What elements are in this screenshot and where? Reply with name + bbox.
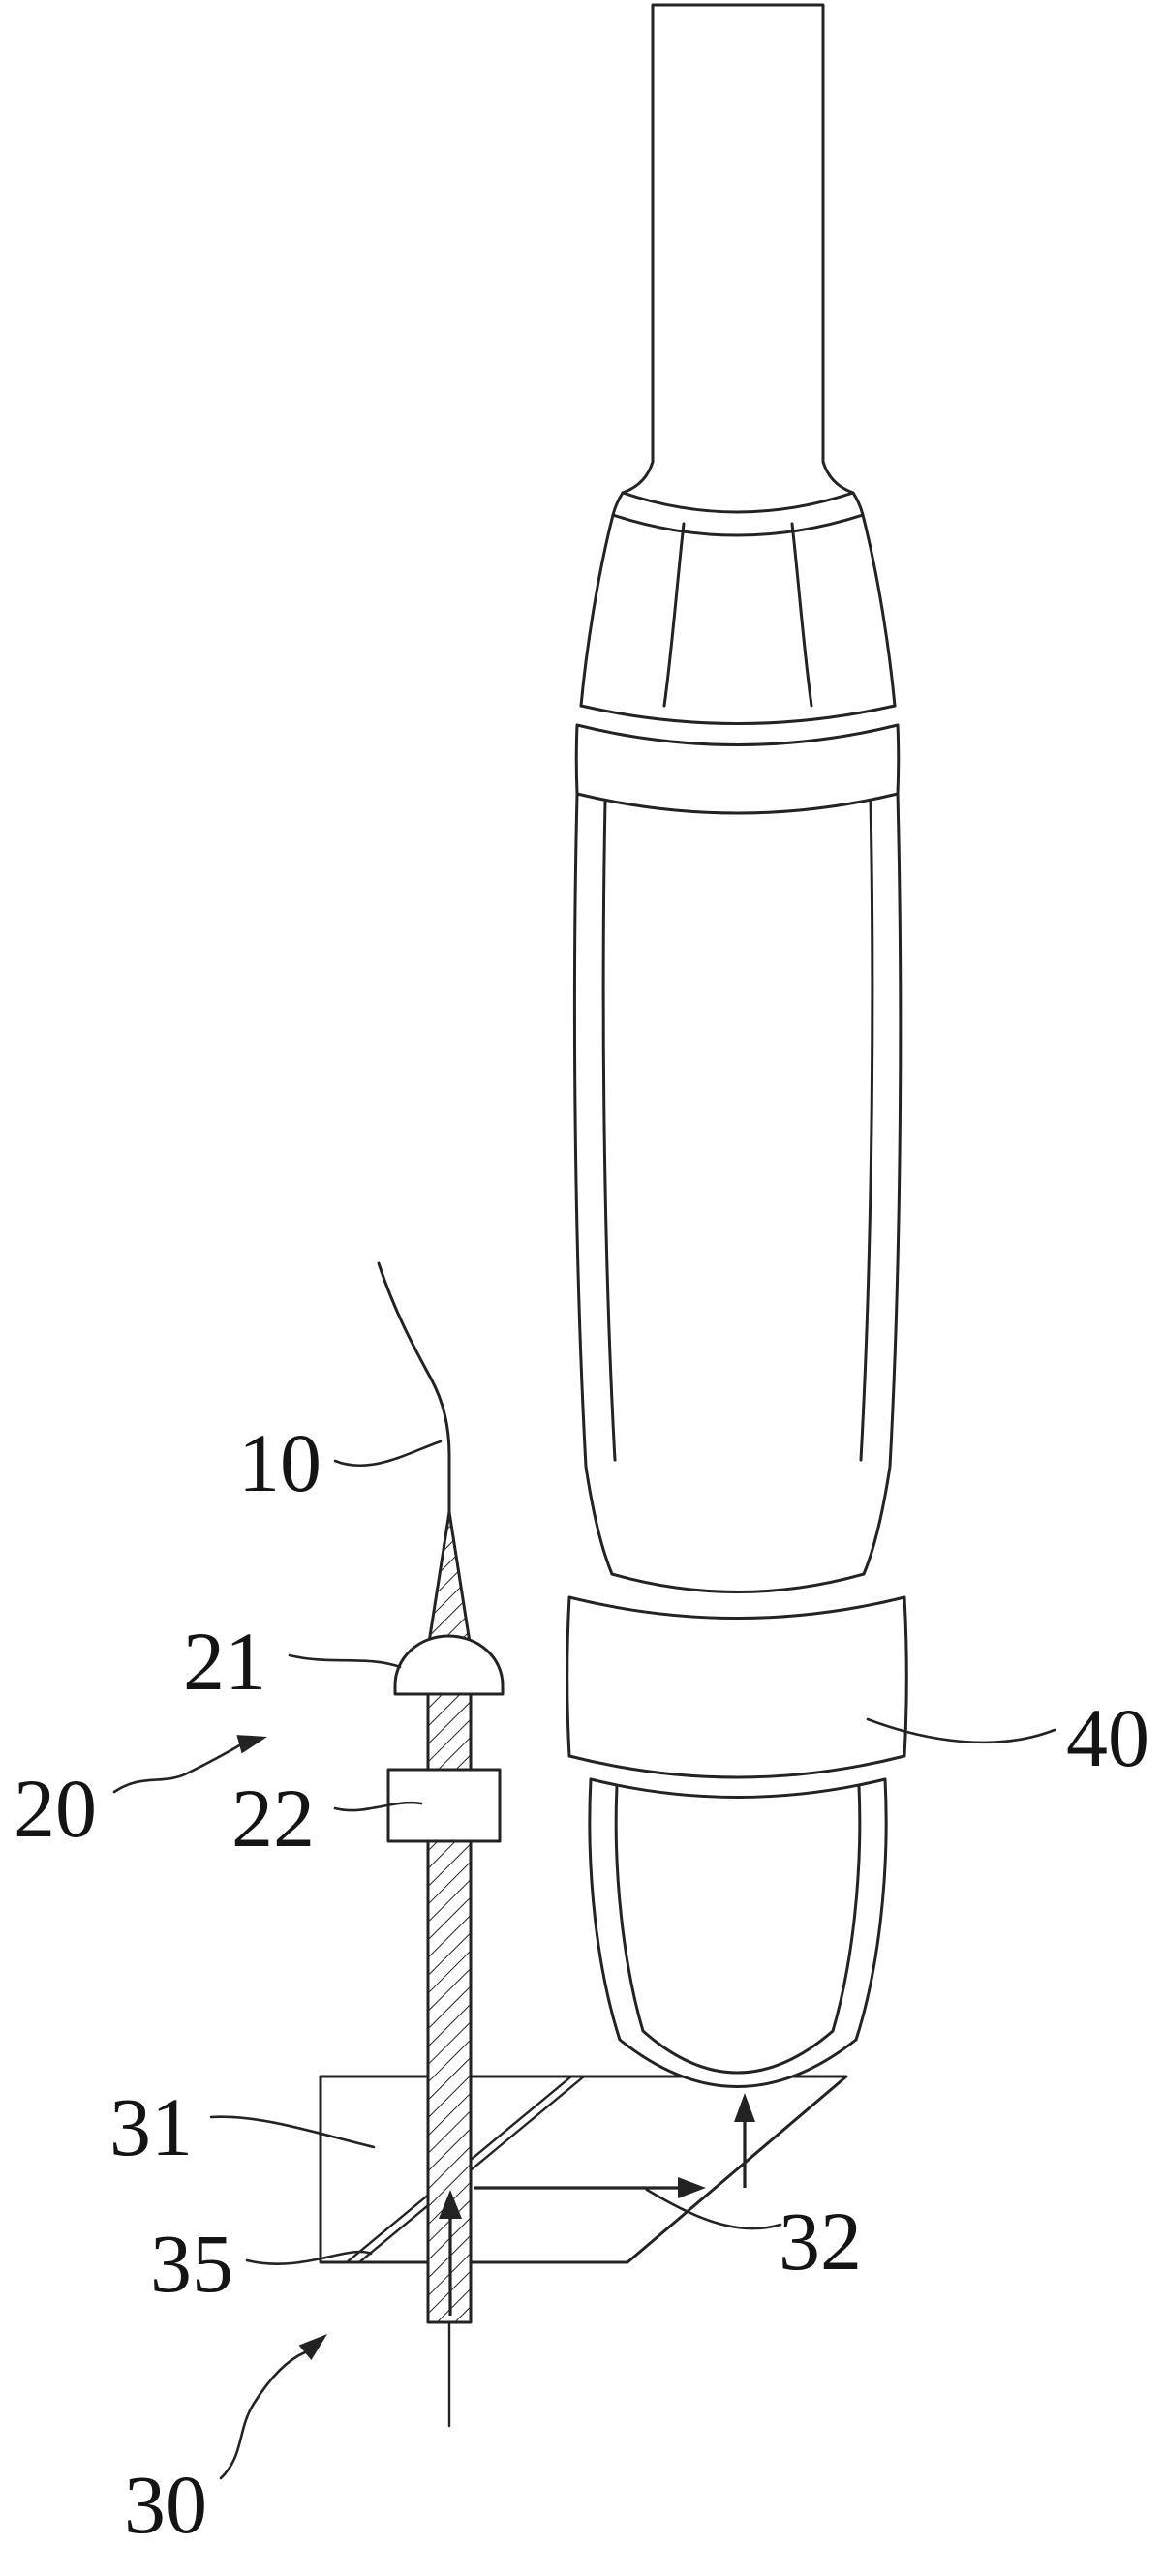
ref-label-30: 30 [124,2458,207,2551]
probe-neck [611,460,865,537]
probe-alignment-arrowhead [734,2093,755,2122]
needle-hub-22 [386,1768,502,1843]
probe-cable [651,3,825,464]
leader-32 [645,2188,782,2230]
leader-40 [866,1717,1056,1744]
ref-label-31: 31 [109,2080,193,2173]
ref-label-22: 22 [231,1772,315,1864]
ref-label-21: 21 [183,1615,266,1708]
probe-lower-band [566,1572,908,1799]
leader-30 [219,2350,307,2480]
leader-20 [112,1743,243,1794]
probe-tip-fill [589,1779,887,2087]
ref-label-40: 40 [1066,1691,1149,1784]
annotations: 10 21 20 22 40 31 35 32 30 [14,1416,1149,2551]
leader-22 [333,1801,423,1812]
ref-label-20: 20 [14,1762,97,1855]
guide-block-outline [319,2075,848,2264]
leader-21 [288,1653,402,1669]
horizontal-alignment-arrowhead [678,2177,706,2198]
probe-body [572,792,903,1576]
leader-20-arrowhead [236,1735,267,1754]
needle-taper [426,1510,473,1651]
guide-block-30 [319,2075,848,2264]
leader-30-arrowhead [298,2334,327,2360]
ref-label-35: 35 [150,2217,233,2310]
probe-shoulder [579,513,897,708]
ref-label-10: 10 [238,1416,321,1509]
needle-cap-21 [393,1634,505,1696]
probe-upper-band [574,704,901,815]
leader-31 [209,2115,376,2149]
ref-label-32: 32 [779,2195,862,2288]
leader-35 [245,2250,373,2265]
alignment-arrows [439,2093,755,2316]
needle-direction-arrowhead [439,2190,462,2219]
probe-tip [588,1777,888,2088]
needle-wire [377,1261,451,1518]
needle-assembly-20 [377,1261,505,2428]
leader-10 [333,1440,443,1467]
probe-40 [566,3,908,2088]
